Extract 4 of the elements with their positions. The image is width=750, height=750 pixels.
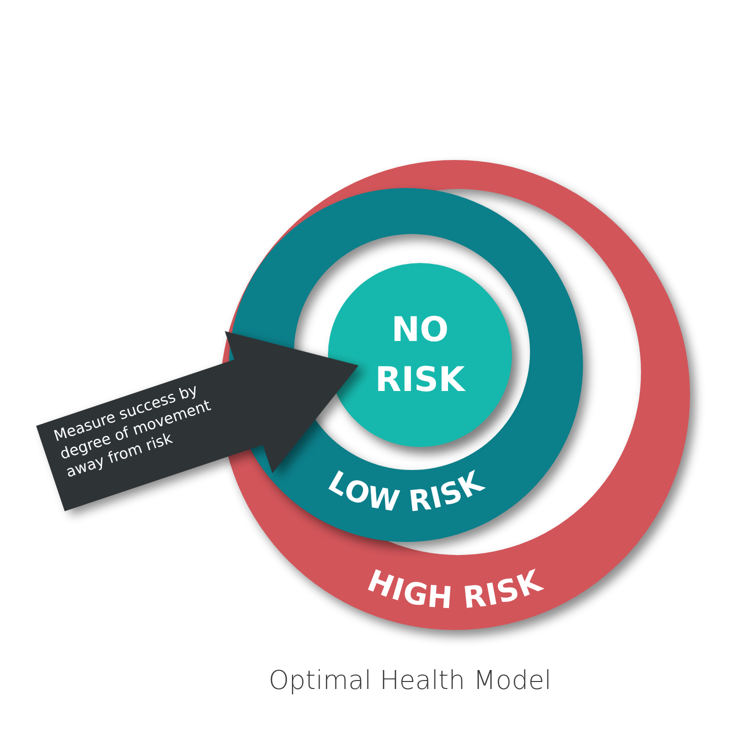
caption: Optimal Health Model <box>268 666 552 696</box>
ring-label: LOW RISK <box>322 464 490 519</box>
ring-label: HIGH RISK <box>362 564 548 616</box>
center-label: NO RISK <box>374 309 467 402</box>
